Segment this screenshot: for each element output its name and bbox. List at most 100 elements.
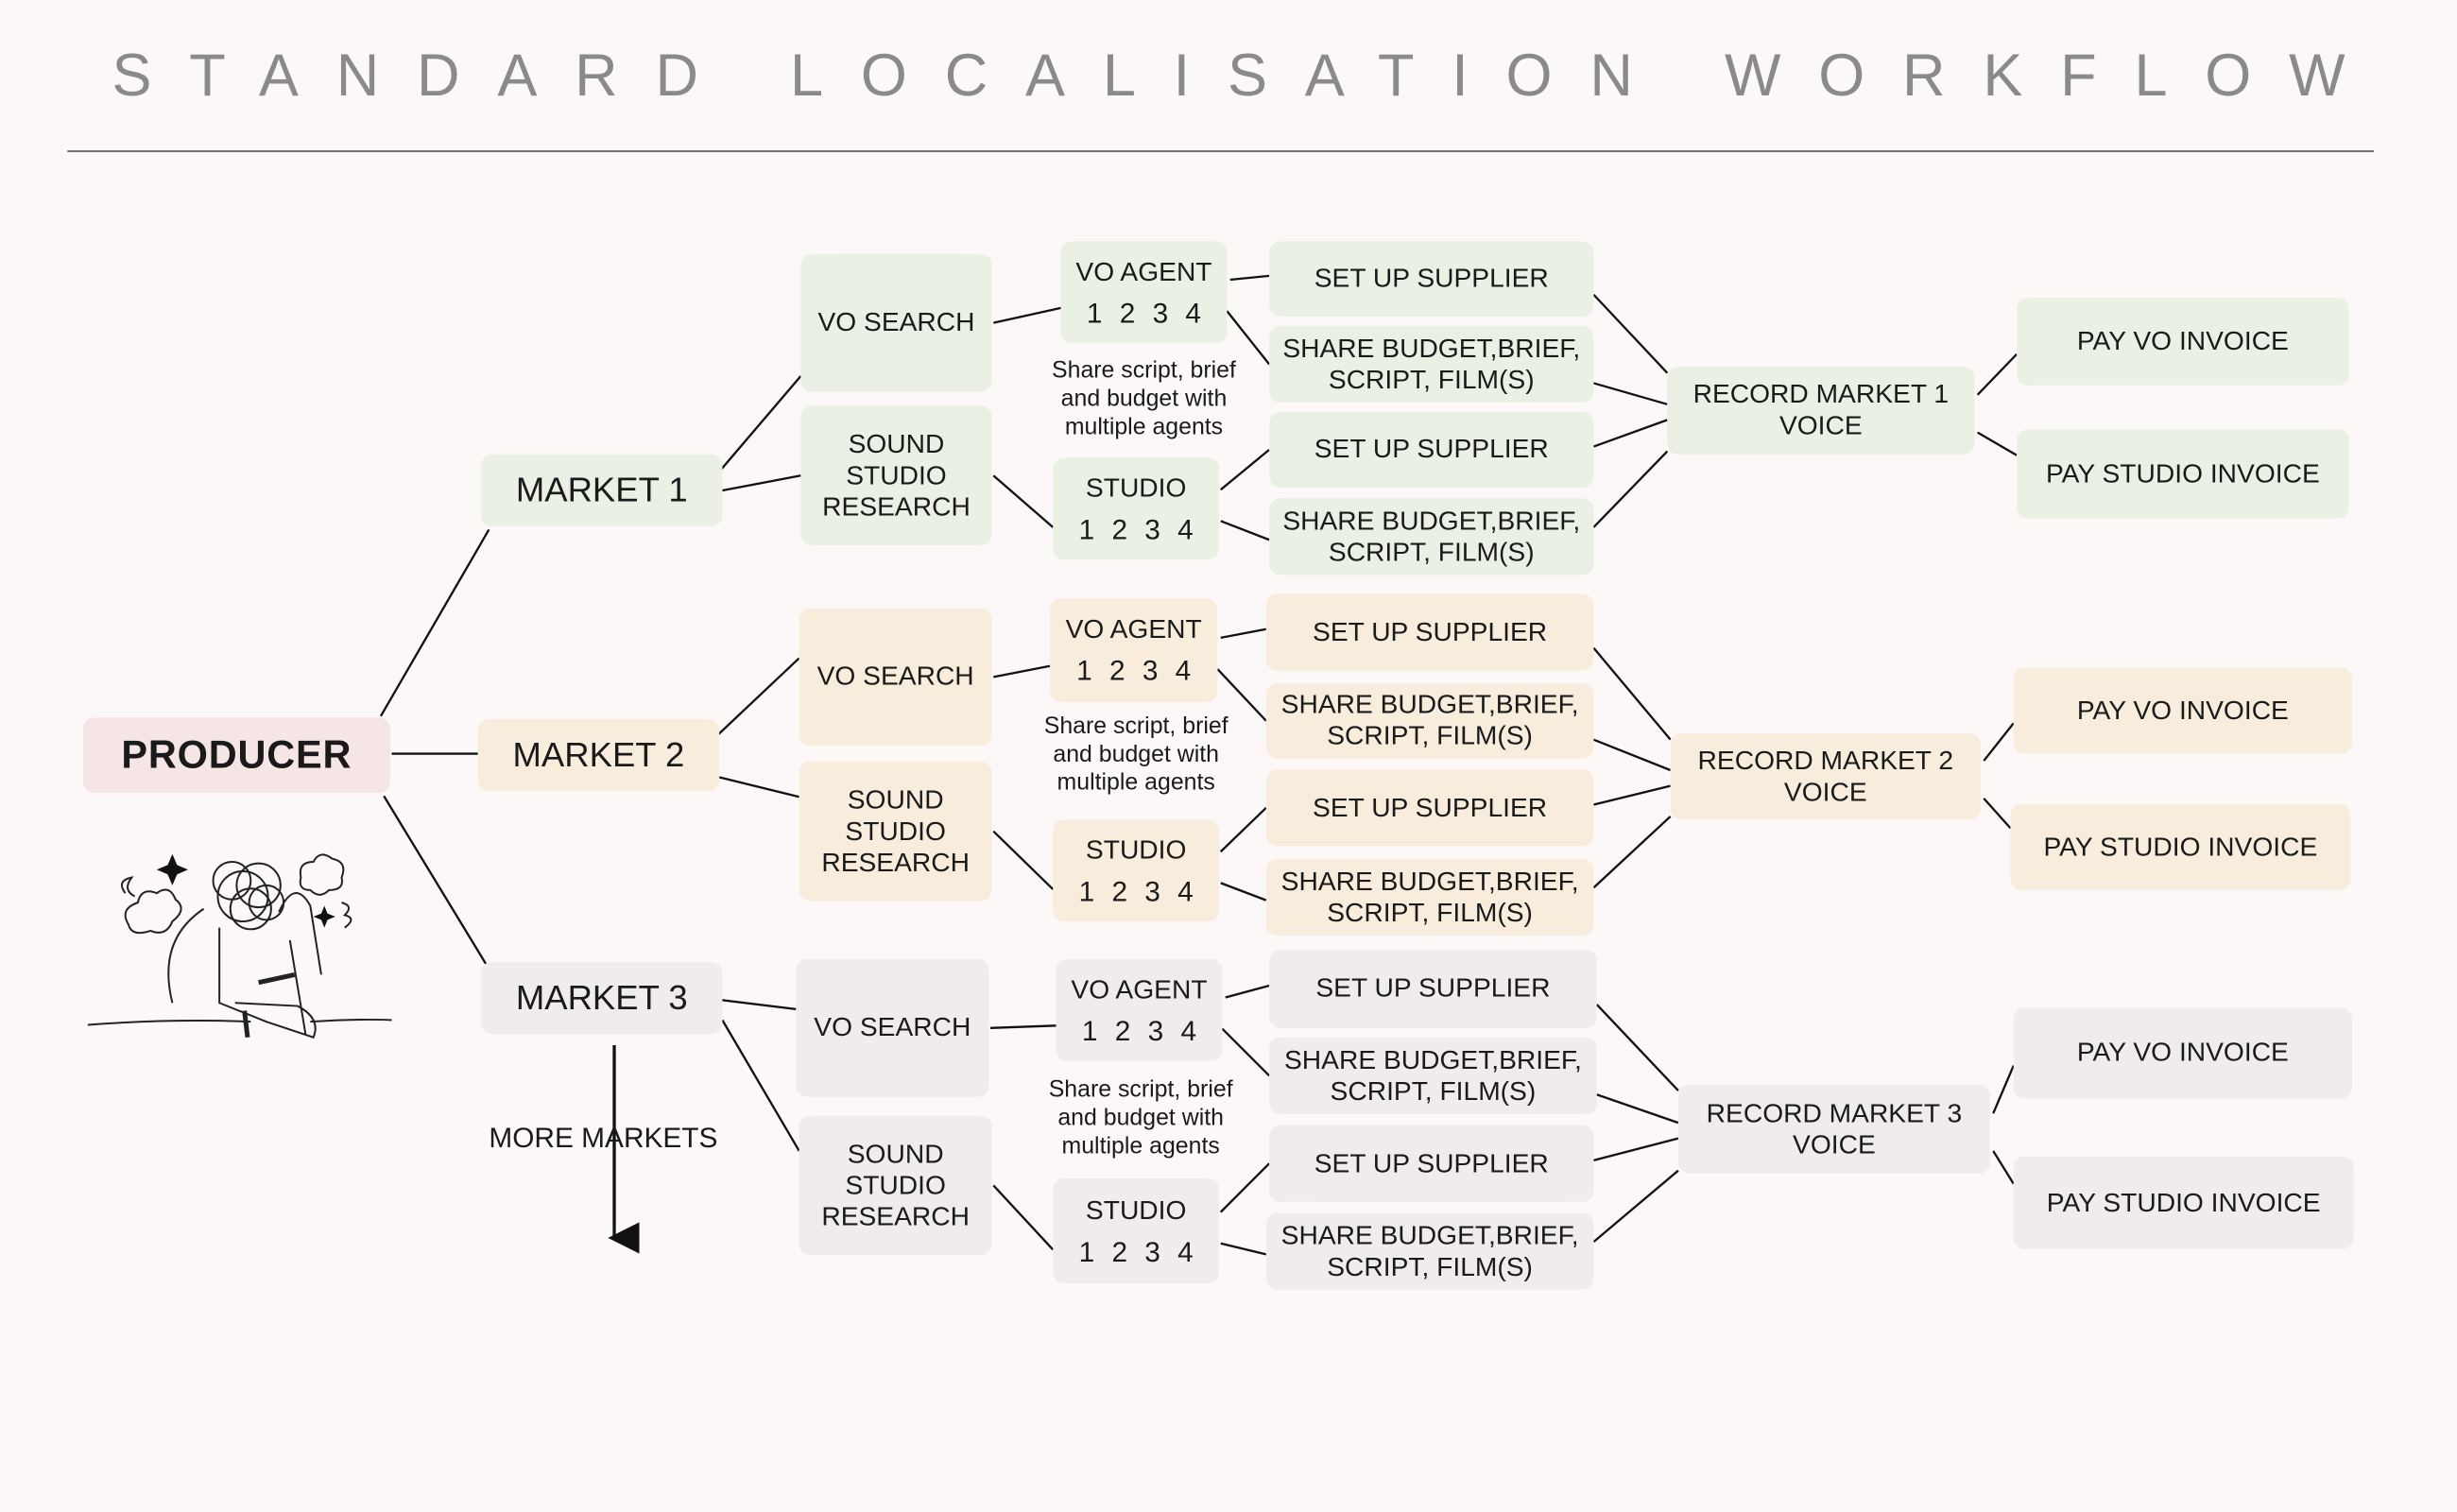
record-voice-box: RECORD MARKET 1 VOICE [1667, 367, 1975, 455]
vo-agent-box-options: 1 2 3 4 [1086, 297, 1202, 329]
connector [379, 528, 490, 717]
connector [1592, 816, 1672, 889]
connector [992, 474, 1055, 528]
set-up-supplier-box-label: SET UP SUPPLIER [1314, 1147, 1549, 1178]
vo-search-box-label: VO SEARCH [817, 307, 975, 337]
market-3-box-label: MARKET 3 [515, 977, 688, 1018]
connector [1221, 1027, 1270, 1077]
sparkle-icon [156, 853, 188, 885]
connector [1219, 1162, 1270, 1213]
vo-search-box: VO SEARCH [796, 958, 989, 1097]
studio-box-label: STUDIO [1085, 472, 1187, 503]
set-up-supplier-box-label: SET UP SUPPLIER [1313, 792, 1548, 822]
share-budget-brief-box: SHARE BUDGET,BRIEF, SCRIPT, FILM(S) [1265, 682, 1594, 759]
connector [1592, 450, 1669, 528]
share-budget-brief-box-label: SHARE BUDGET,BRIEF, SCRIPT, FILM(S) [1283, 1044, 1582, 1106]
market-2-box: MARKET 2 [477, 719, 720, 792]
share-budget-brief-box-label: SHARE BUDGET,BRIEF, SCRIPT, FILM(S) [1280, 689, 1579, 751]
sound-studio-research-box-label: SOUND STUDIO RESEARCH [821, 1138, 970, 1231]
connector [1595, 1004, 1679, 1091]
connector [1992, 1150, 2015, 1185]
connector [1219, 806, 1267, 853]
set-up-supplier-box-label: SET UP SUPPLIER [1313, 616, 1548, 647]
connector [1977, 431, 2018, 456]
connector [1596, 1093, 1679, 1125]
producer-box: PRODUCER [82, 717, 390, 794]
pay-vo-invoice-box-label: PAY VO INVOICE [2076, 325, 2289, 356]
connector [1976, 352, 2018, 396]
connector [993, 664, 1051, 679]
share-budget-brief-box: SHARE BUDGET,BRIEF, SCRIPT, FILM(S) [1265, 858, 1594, 936]
share-budget-brief-box: SHARE BUDGET,BRIEF, SCRIPT, FILM(S) [1269, 1037, 1597, 1114]
connector [1226, 310, 1271, 366]
pay-studio-invoice-box-label: PAY STUDIO INVOICE [2046, 1187, 2321, 1217]
sparkle-icon [313, 905, 335, 928]
market-2-box-label: MARKET 2 [512, 734, 685, 775]
share-budget-brief-box: SHARE BUDGET,BRIEF, SCRIPT, FILM(S) [1269, 325, 1594, 404]
studio-box-label: STUDIO [1085, 1194, 1187, 1225]
market-3-box: MARKET 3 [481, 962, 723, 1035]
record-voice-box: RECORD MARKET 3 VOICE [1677, 1084, 1990, 1174]
share-budget-brief-box-label: SHARE BUDGET,BRIEF, SCRIPT, FILM(S) [1280, 866, 1579, 927]
vo-search-box-label: VO SEARCH [816, 661, 974, 692]
sound-studio-research-box: SOUND STUDIO RESEARCH [799, 761, 992, 902]
record-voice-box-label: RECORD MARKET 3 VOICE [1706, 1097, 1963, 1160]
studio-box-options: 1 2 3 4 [1078, 1235, 1194, 1267]
sound-studio-research-box-label: SOUND STUDIO RESEARCH [821, 783, 970, 877]
connector [989, 1024, 1057, 1029]
producer-label: PRODUCER [121, 733, 352, 778]
pay-studio-invoice-box-label: PAY STUDIO INVOICE [2043, 831, 2318, 862]
sound-studio-research-box: SOUND STUDIO RESEARCH [800, 405, 992, 546]
record-voice-box: RECORD MARKET 2 VOICE [1670, 733, 1981, 820]
pay-vo-invoice-box-label: PAY VO INVOICE [2076, 695, 2289, 725]
connector [1220, 627, 1267, 640]
pay-studio-invoice-box: PAY STUDIO INVOICE [2013, 1156, 2354, 1249]
vo-agent-box-label: VO AGENT [1075, 256, 1212, 286]
share-budget-brief-box-label: SHARE BUDGET,BRIEF, SCRIPT, FILM(S) [1282, 333, 1581, 395]
connector [722, 474, 801, 492]
record-voice-box-label: RECORD MARKET 1 VOICE [1692, 379, 1950, 440]
connector [1592, 1169, 1679, 1244]
connector [1229, 274, 1270, 282]
market-1-box-label: MARKET 1 [515, 470, 688, 509]
connector [1983, 798, 2012, 830]
set-up-supplier-box-label: SET UP SUPPLIER [1314, 434, 1549, 464]
vo-agent-box-options: 1 2 3 4 [1076, 655, 1192, 687]
connector [1593, 784, 1671, 806]
connector [718, 776, 799, 799]
share-budget-brief-box: SHARE BUDGET,BRIEF, SCRIPT, FILM(S) [1265, 1212, 1594, 1290]
agent-note: Share script, brief and budget with mult… [1043, 713, 1228, 797]
set-up-supplier-box: SET UP SUPPLIER [1269, 241, 1594, 317]
set-up-supplier-box-label: SET UP SUPPLIER [1314, 263, 1549, 294]
connector [1220, 449, 1270, 491]
connector [718, 998, 797, 1011]
connector [992, 830, 1055, 890]
connector [1992, 1065, 2015, 1114]
connector [1592, 646, 1672, 741]
connector [1592, 293, 1669, 374]
share-budget-brief-box: SHARE BUDGET,BRIEF, SCRIPT, FILM(S) [1269, 498, 1594, 576]
set-up-supplier-box: SET UP SUPPLIER [1269, 949, 1597, 1028]
pay-studio-invoice-box: PAY STUDIO INVOICE [2010, 803, 2351, 890]
vo-search-box: VO SEARCH [799, 608, 992, 747]
connector [1592, 738, 1672, 772]
market-1-box: MARKET 1 [481, 454, 723, 527]
set-up-supplier-box: SET UP SUPPLIER [1265, 593, 1594, 671]
studio-box-label: STUDIO [1085, 833, 1187, 865]
vo-search-box-label: VO SEARCH [814, 1012, 971, 1042]
vo-agent-box: VO AGENT 1 2 3 4 [1060, 241, 1228, 344]
share-budget-brief-box-label: SHARE BUDGET,BRIEF, SCRIPT, FILM(S) [1282, 505, 1581, 567]
agent-note: Share script, brief and budget with mult… [1048, 1076, 1233, 1160]
title-divider [67, 150, 2375, 152]
connector [715, 657, 800, 738]
record-voice-box-label: RECORD MARKET 2 VOICE [1697, 745, 1954, 807]
connector [1592, 419, 1668, 448]
connector [1593, 382, 1668, 405]
studio-box: STUDIO 1 2 3 4 [1053, 1177, 1220, 1284]
vo-agent-box-label: VO AGENT [1071, 973, 1208, 1005]
vo-agent-box-options: 1 2 3 4 [1081, 1014, 1197, 1046]
more-markets-label: MORE MARKETS [489, 1122, 718, 1154]
